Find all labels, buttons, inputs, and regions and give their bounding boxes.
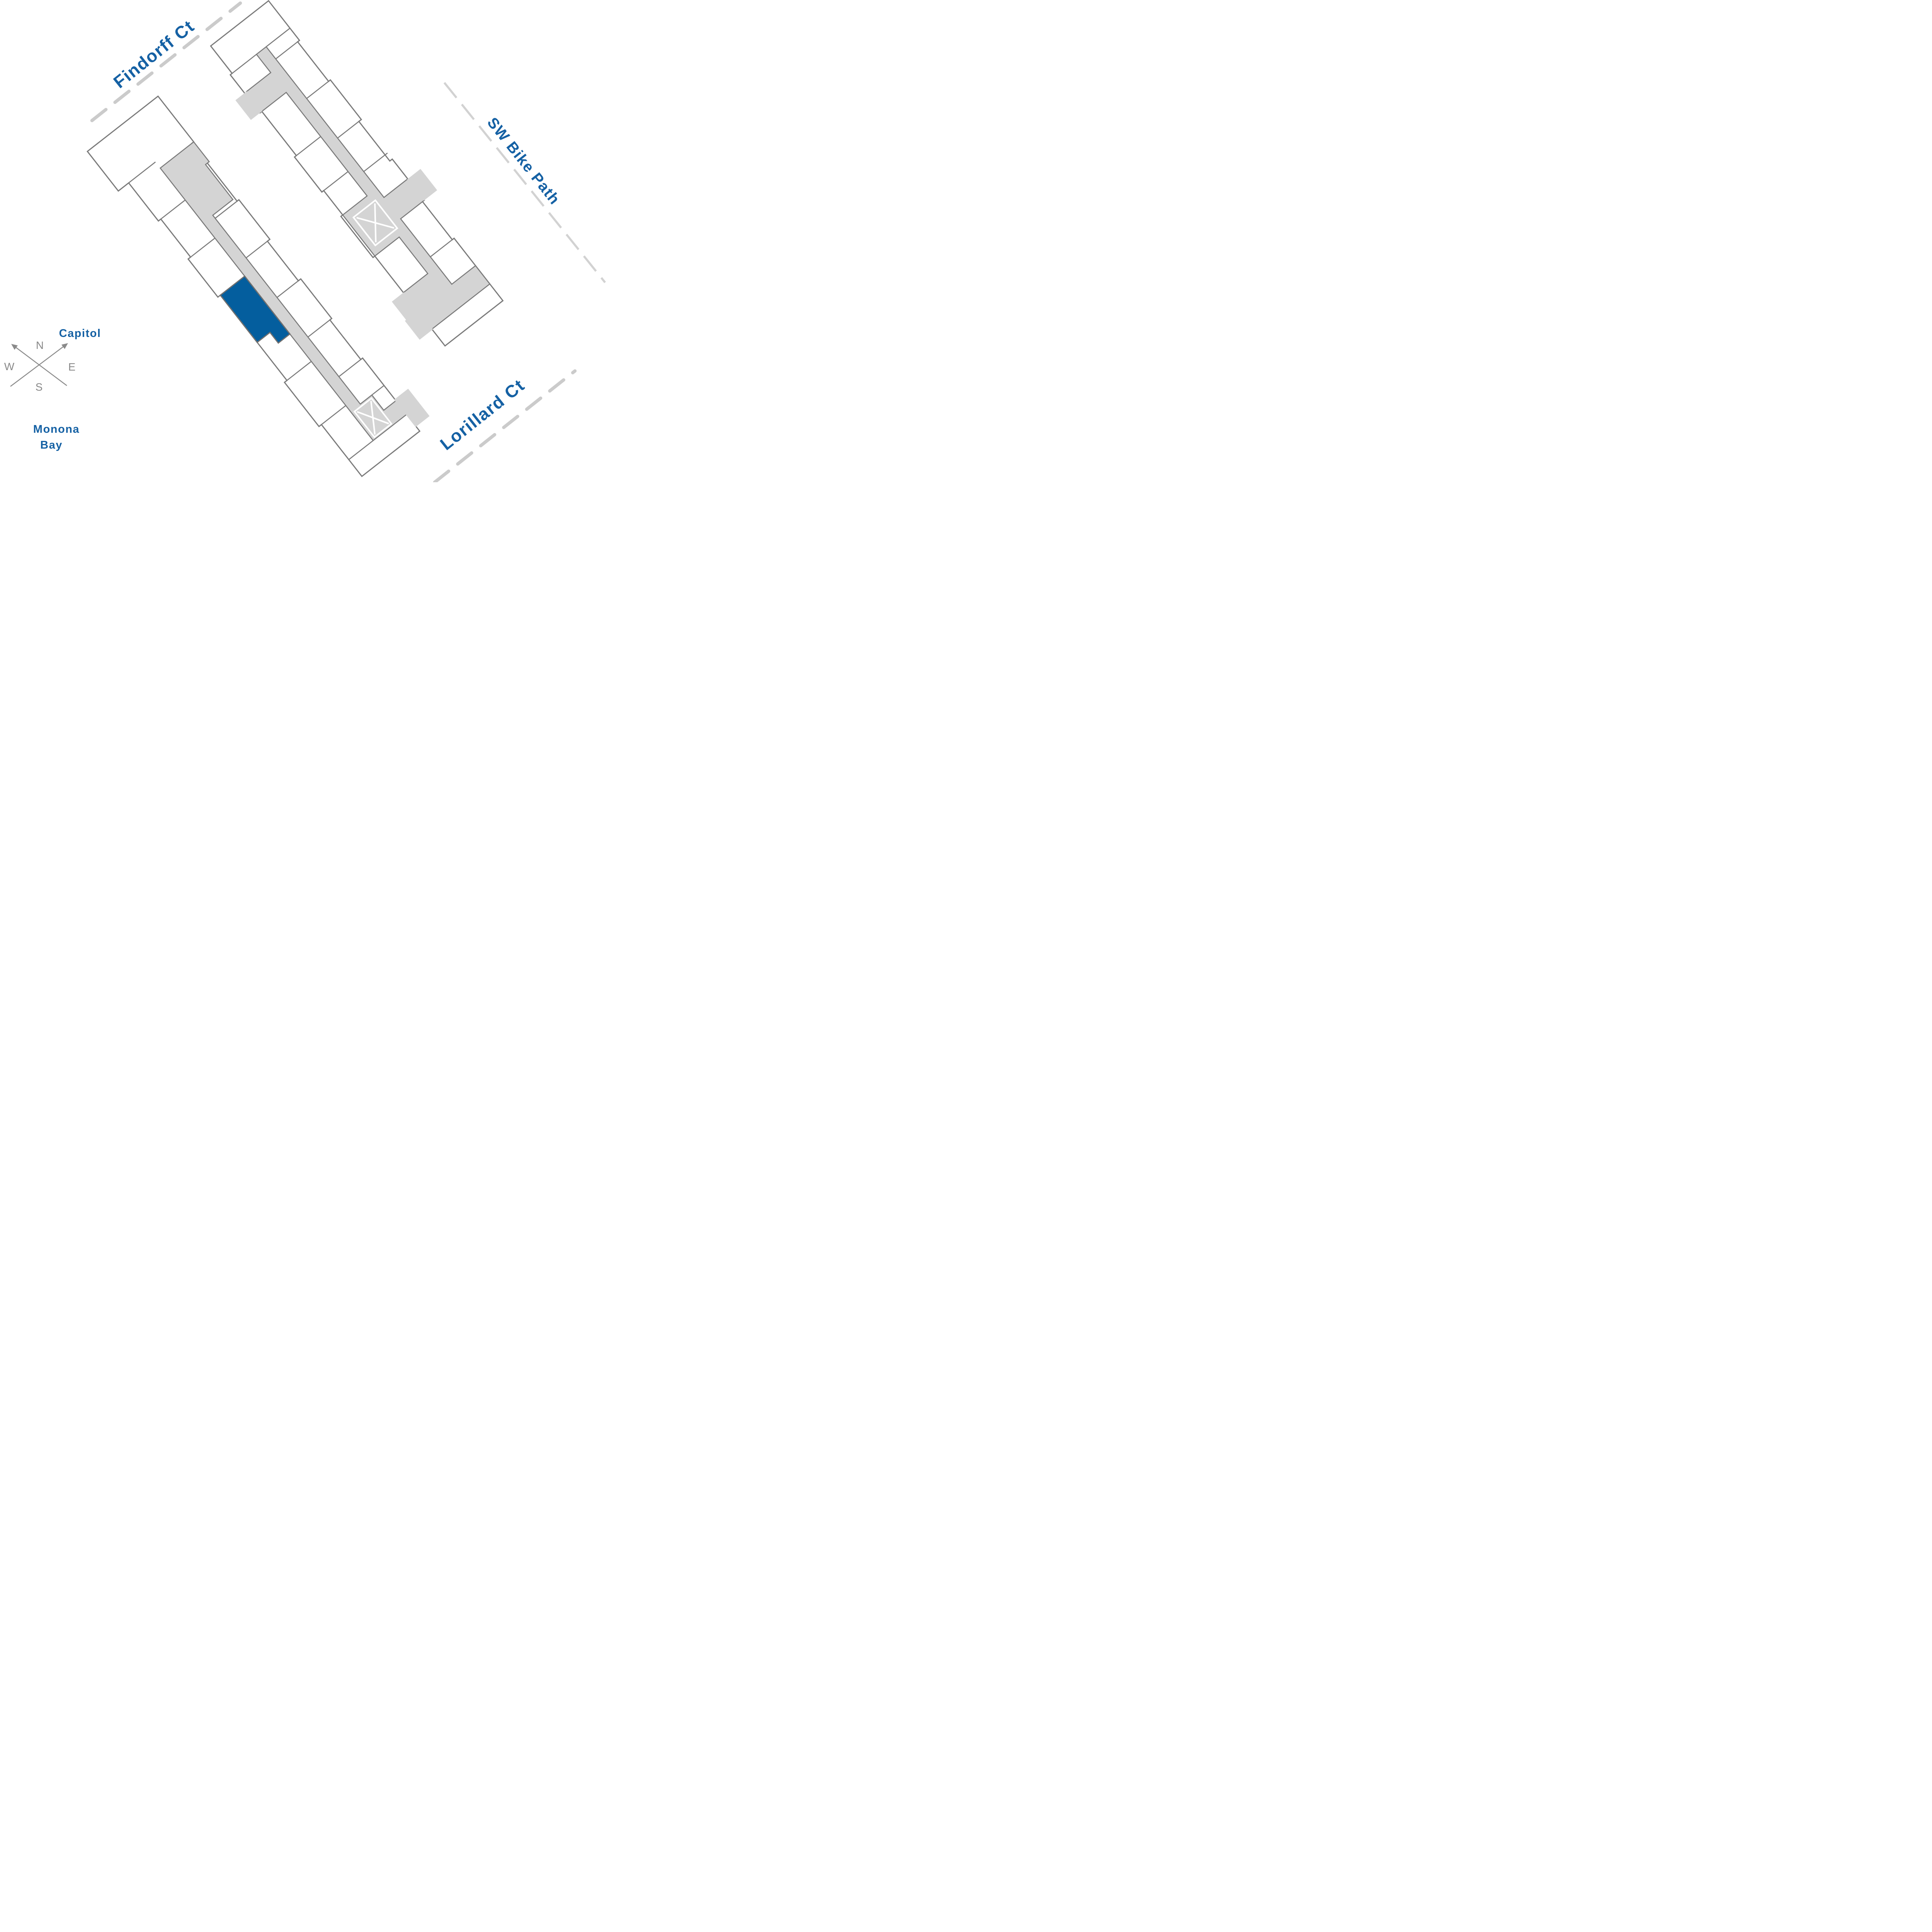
bike-path-dashed-line [443,82,606,283]
street-bike-path: SW Bike Path [443,82,606,283]
west-building-unit-walls [118,162,384,460]
monona-line1: Monona [33,423,80,435]
east-building-unit-walls [230,27,455,257]
compass-arrow-nw [11,344,18,350]
street-lorillard: Lorillard Ct [433,369,577,482]
west-building [87,95,430,477]
stair-cross-icon [353,397,393,439]
monona-line2: Bay [40,439,63,451]
compass-arrow-ne [61,343,68,349]
street-label-bike-path: SW Bike Path [484,114,563,208]
highlighted-unit[interactable] [219,275,291,353]
east-building [210,0,504,347]
compass-label-s: S [36,381,43,393]
compass-label-e: E [68,361,76,373]
lorillard-dashed-line [433,369,577,482]
landmark-label-monona-bay: Monona Bay [33,423,80,451]
street-label-lorillard: Lorillard Ct [436,375,528,454]
landmark-label-capitol: Capitol [59,327,101,340]
compass-label-n: N [36,339,44,351]
findorff-dashed-line [90,1,242,122]
street-label-findorff: Findorff Ct [110,16,198,92]
site-plan-map: Findorff Ct Lorillard Ct SW Bike Path [0,0,606,482]
west-building-exit-walk [394,388,430,427]
east-building-exit-walks [235,91,437,340]
stair-cross-icon [352,199,398,247]
compass-rose-icon: N W E S [4,339,76,393]
street-findorff: Findorff Ct [90,1,242,122]
compass-label-w: W [4,361,15,372]
site-plan-canvas: Findorff Ct Lorillard Ct SW Bike Path [4,0,606,482]
